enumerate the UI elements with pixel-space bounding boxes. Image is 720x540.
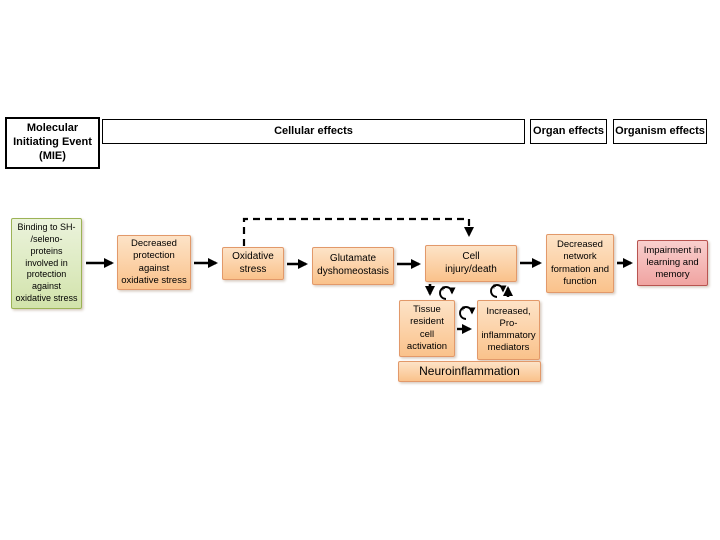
node-neuroinflammation: Neuroinflammation — [398, 361, 541, 382]
plus-sign: + — [461, 304, 466, 313]
loop-arc-icon — [459, 306, 476, 320]
header-cellular-effects: Cellular effects — [102, 119, 525, 144]
node-proinflammatory-mediators: Increased, Pro- inflammatory mediators — [477, 300, 540, 360]
node-decreased-network-formation: Decreased network formation and function — [546, 234, 614, 293]
header-molecular-initiating-event: Molecular Initiating Event (MIE) — [5, 117, 100, 169]
plus-sign: + — [441, 284, 446, 293]
node-glutamate-dyshomeostasis: Glutamate dyshomeostasis — [312, 247, 394, 285]
node-decreased-protection: Decreased protection against oxidative s… — [117, 235, 191, 290]
dashed-feedback-oxidative-to-cell-injury — [242, 217, 474, 246]
header-organism-effects: Organism effects — [613, 119, 707, 144]
loop-arc-icon — [439, 286, 456, 300]
node-cell-injury-death: Cell injury/death — [425, 245, 517, 282]
plus-sign: + — [492, 282, 497, 291]
positive-feedback-loop-icon: + — [490, 282, 507, 298]
node-impairment-learning-memory: Impairment in learning and memory — [637, 240, 708, 286]
node-binding-sh-seleno-proteins: Binding to SH- /seleno- proteins involve… — [11, 218, 82, 309]
header-organ-effects: Organ effects — [530, 119, 607, 144]
positive-feedback-loop-icon: + — [439, 284, 456, 300]
positive-feedback-loop-icon: + — [459, 304, 476, 320]
loop-arc-icon — [490, 284, 507, 298]
node-tissue-resident-cell-activation: Tissue resident cell activation — [399, 300, 455, 357]
node-oxidative-stress: Oxidative stress — [222, 247, 284, 280]
